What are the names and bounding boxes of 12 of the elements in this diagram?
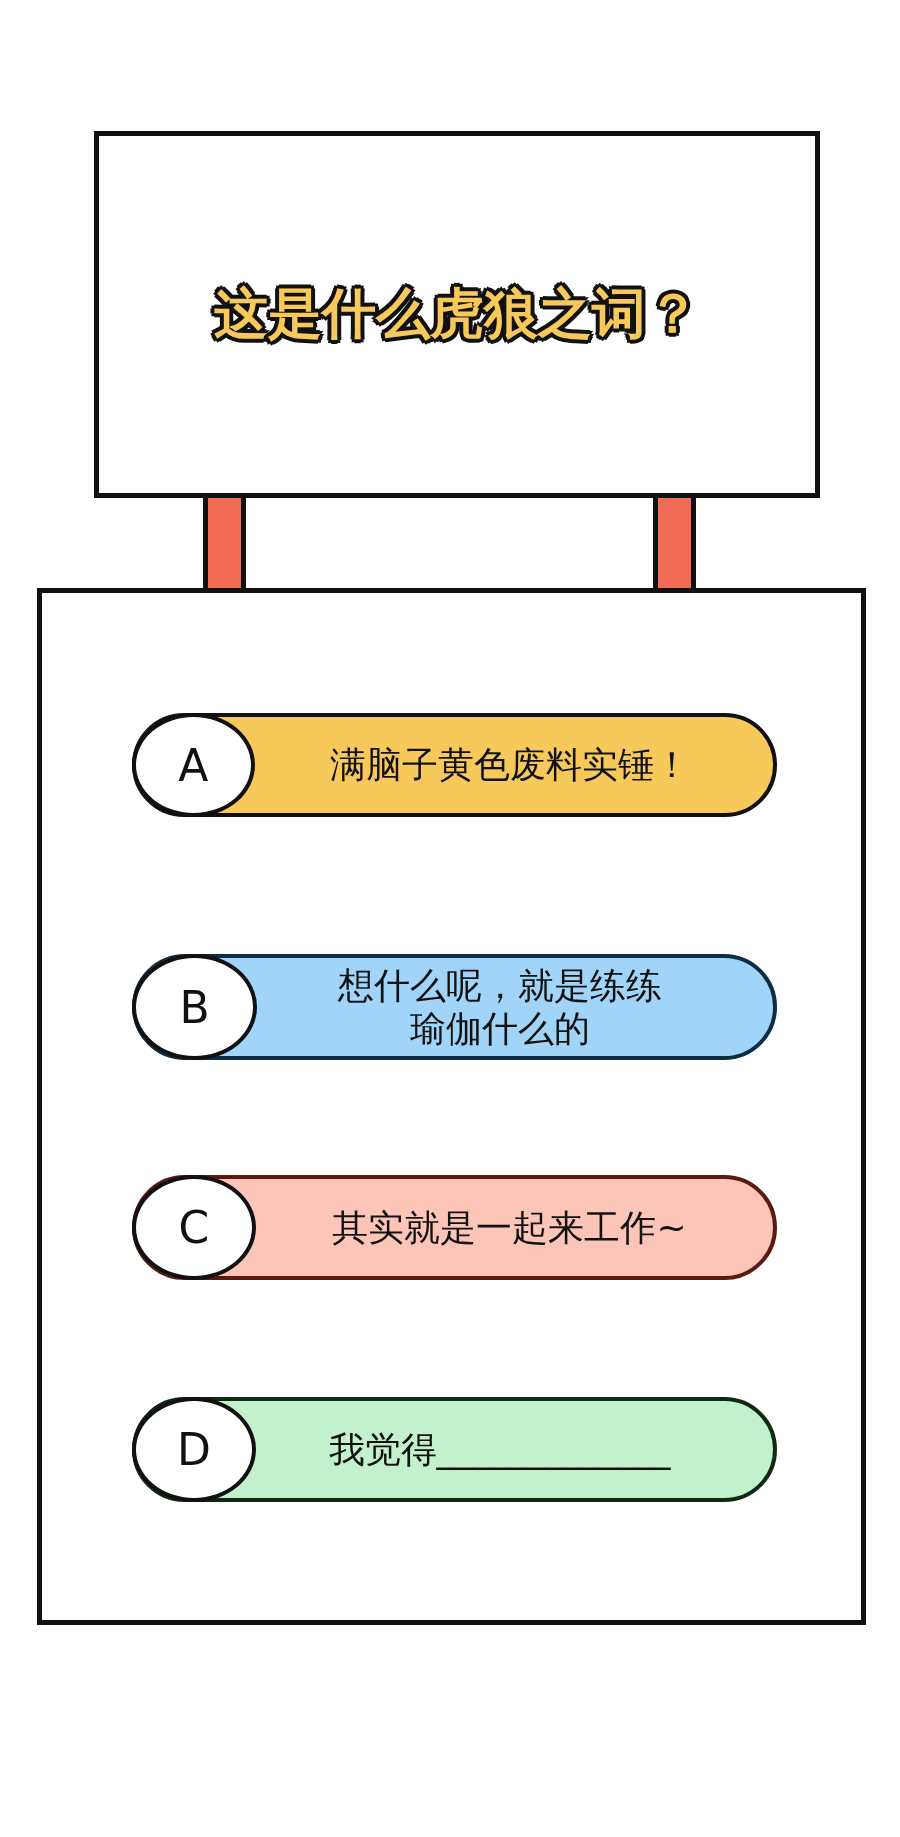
sign-post bbox=[653, 498, 696, 588]
sign-title: 这是什么虎狼之词？ bbox=[214, 281, 700, 347]
option-letter-badge: B bbox=[132, 954, 258, 1060]
option-text: 我觉得_____________ bbox=[327, 1427, 672, 1472]
sign-post bbox=[203, 498, 246, 588]
option-text: 想什么呢，就是练练瑜伽什么的 bbox=[336, 963, 663, 1051]
option-text: 其实就是一起来工作~ bbox=[331, 1205, 688, 1250]
option-letter-badge: C bbox=[132, 1175, 256, 1280]
option-text: 满脑子黄色废料实锤！ bbox=[328, 743, 691, 787]
option-letter-badge: D bbox=[132, 1397, 256, 1502]
sign-board bbox=[94, 131, 820, 498]
answer-panel bbox=[37, 588, 866, 1625]
